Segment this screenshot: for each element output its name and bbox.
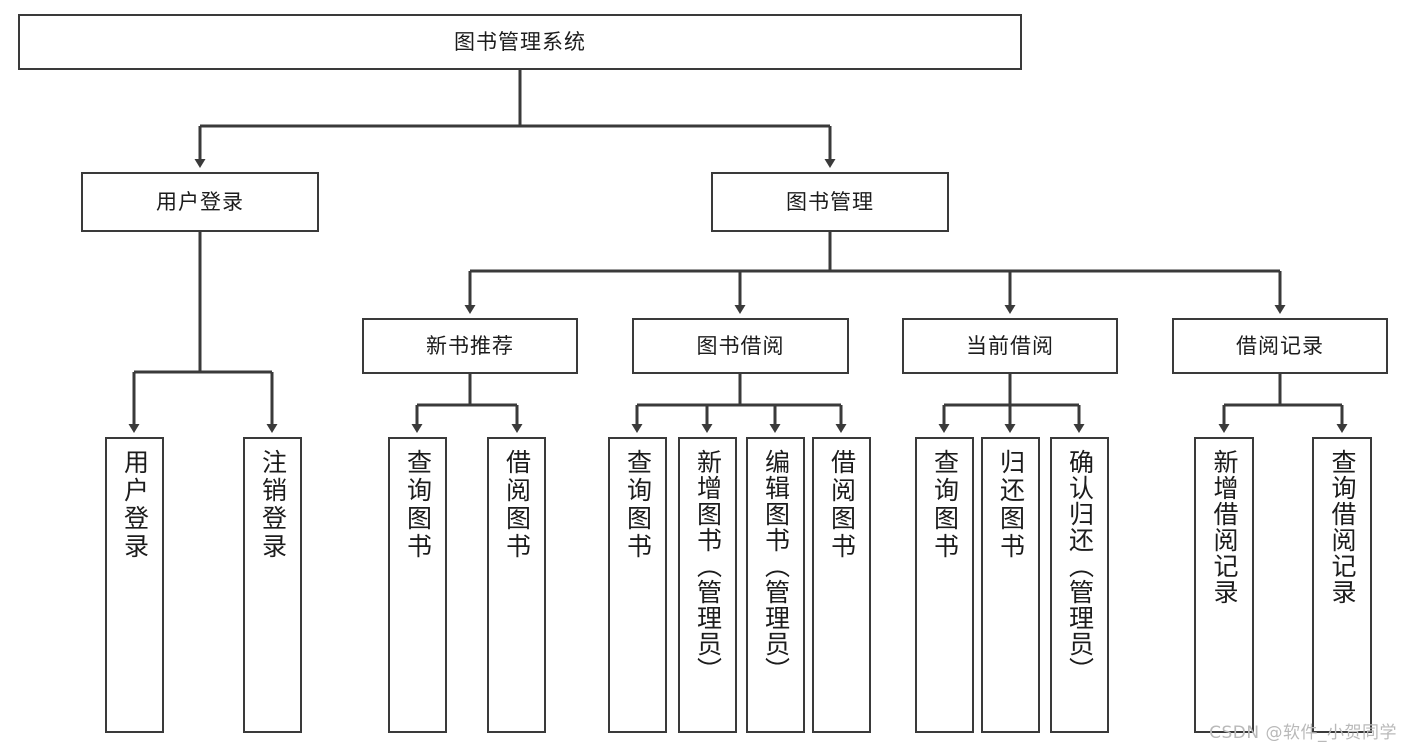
node-leaf-confirm-return-label: 确认归还（管理员） [1065, 449, 1095, 683]
node-root[interactable]: 图书管理系统 [18, 14, 1022, 70]
node-leaf-user-logout-label: 注销登录 [258, 449, 288, 561]
node-leaf-query-book-cur-label: 查询图书 [930, 449, 960, 561]
node-leaf-query-book-rec[interactable]: 查询图书 [388, 437, 447, 733]
node-leaf-query-record[interactable]: 查询借阅记录 [1312, 437, 1372, 733]
node-book-manage-label: 图书管理 [786, 189, 874, 214]
node-leaf-user-login-label: 用户登录 [120, 449, 150, 561]
node-new-book-rec-label: 新书推荐 [426, 333, 514, 358]
node-current-borrow[interactable]: 当前借阅 [902, 318, 1118, 374]
node-borrow-record-label: 借阅记录 [1236, 333, 1324, 358]
node-current-borrow-label: 当前借阅 [966, 333, 1054, 358]
node-leaf-query-book-rec-label: 查询图书 [403, 449, 433, 561]
node-leaf-edit-book-label: 编辑图书（管理员） [761, 449, 791, 683]
node-leaf-return-book-label: 归还图书 [996, 449, 1026, 561]
node-leaf-user-login[interactable]: 用户登录 [105, 437, 164, 733]
node-book-borrow[interactable]: 图书借阅 [632, 318, 849, 374]
node-borrow-record[interactable]: 借阅记录 [1172, 318, 1388, 374]
node-book-manage[interactable]: 图书管理 [711, 172, 949, 232]
node-leaf-edit-book[interactable]: 编辑图书（管理员） [746, 437, 805, 733]
node-leaf-query-book-cur[interactable]: 查询图书 [915, 437, 974, 733]
node-leaf-return-book[interactable]: 归还图书 [981, 437, 1040, 733]
node-leaf-add-book-label: 新增图书（管理员） [693, 449, 723, 683]
node-leaf-user-logout[interactable]: 注销登录 [243, 437, 302, 733]
node-leaf-borrow-book[interactable]: 借阅图书 [812, 437, 871, 733]
node-user-login[interactable]: 用户登录 [81, 172, 319, 232]
node-leaf-borrow-book-rec[interactable]: 借阅图书 [487, 437, 546, 733]
node-leaf-confirm-return[interactable]: 确认归还（管理员） [1050, 437, 1109, 733]
node-leaf-add-record[interactable]: 新增借阅记录 [1194, 437, 1254, 733]
node-user-login-label: 用户登录 [156, 189, 244, 214]
csdn-watermark: CSDN @软件_小贺同学 [1209, 723, 1397, 743]
node-leaf-query-book-borrow-label: 查询图书 [623, 449, 653, 561]
node-leaf-query-record-label: 查询借阅记录 [1328, 449, 1357, 605]
node-book-borrow-label: 图书借阅 [696, 333, 785, 358]
node-leaf-query-book-borrow[interactable]: 查询图书 [608, 437, 667, 733]
node-leaf-borrow-book-label: 借阅图书 [827, 449, 857, 561]
node-leaf-add-book[interactable]: 新增图书（管理员） [678, 437, 737, 733]
node-root-label: 图书管理系统 [454, 29, 586, 54]
node-new-book-rec[interactable]: 新书推荐 [362, 318, 578, 374]
node-leaf-borrow-book-rec-label: 借阅图书 [502, 449, 532, 561]
node-leaf-add-record-label: 新增借阅记录 [1210, 449, 1239, 605]
